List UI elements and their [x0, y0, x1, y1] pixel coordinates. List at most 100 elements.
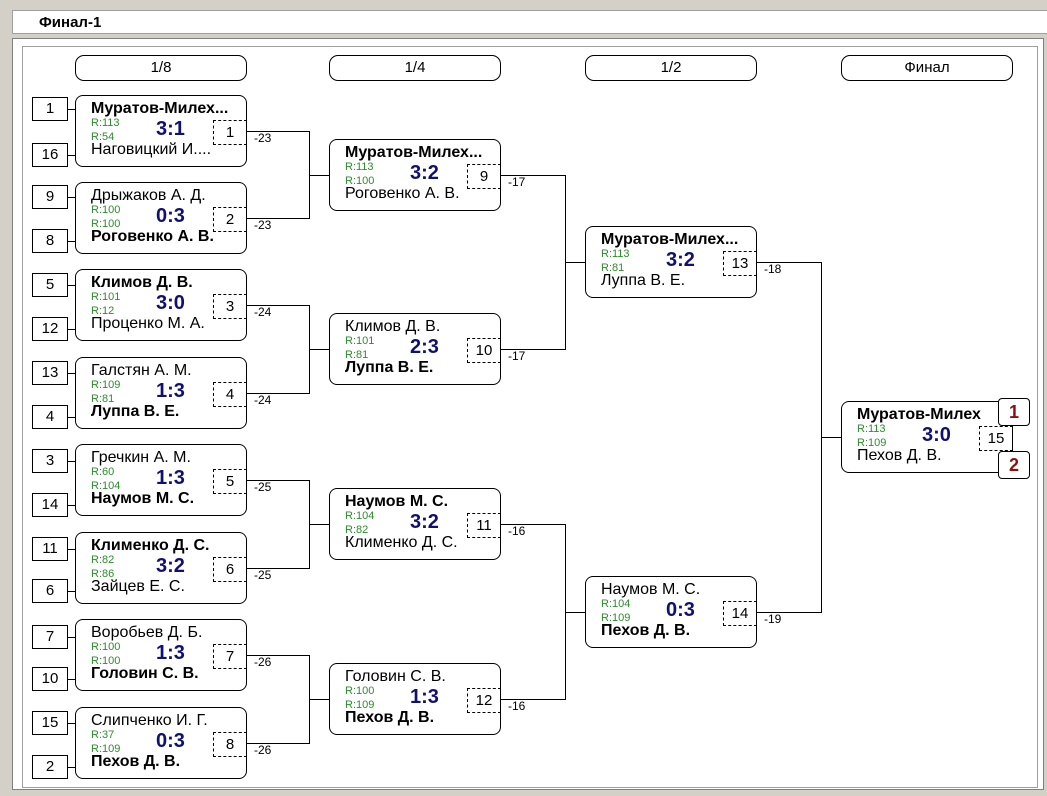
seed-box: 3 — [32, 449, 68, 473]
seed-box: 16 — [32, 143, 68, 167]
match-number: 6 — [213, 557, 246, 582]
loser-destination: -26 — [254, 743, 272, 757]
place-badge-1: 1 — [998, 398, 1030, 426]
connector-line — [501, 349, 565, 350]
loser-destination: -18 — [764, 262, 782, 276]
loser-destination: -23 — [254, 131, 272, 145]
player-1-rating: R:113 — [91, 117, 120, 129]
player-1-rating: R:104 — [601, 598, 631, 610]
loser-destination: -25 — [254, 568, 272, 582]
match-number: 15 — [979, 426, 1012, 451]
loser-destination: -16 — [508, 524, 526, 538]
player-2-rating: R:109 — [601, 612, 631, 624]
connector-line — [309, 349, 329, 350]
player-1-rating: R:101 — [91, 291, 121, 303]
player-2-name: Пехов Д. В. — [857, 447, 942, 464]
player-1-name: Галстян А. М. — [91, 362, 192, 379]
player-2-rating: R:82 — [345, 524, 369, 536]
connector-line — [501, 175, 565, 176]
player-1-rating: R:82 — [91, 554, 115, 566]
connector-line — [757, 612, 821, 613]
player-2-rating: R:104 — [91, 480, 121, 492]
round-header-4: Финал — [841, 55, 1013, 81]
player-2-name: Проценко М. А. — [91, 315, 205, 332]
seed-box: 7 — [32, 625, 68, 649]
match-number: 3 — [213, 294, 246, 319]
player-1-name: Климов Д. В. — [91, 274, 193, 291]
connector-line — [68, 767, 76, 768]
loser-destination: -24 — [254, 305, 272, 319]
match-number: 7 — [213, 644, 246, 669]
player-2-rating: R:100 — [345, 175, 375, 187]
connector-line — [68, 241, 76, 242]
player-2-name: Пехов Д. В. — [91, 753, 181, 770]
connector-line — [68, 591, 76, 592]
seed-box: 10 — [32, 667, 68, 691]
connector-line — [565, 262, 585, 263]
connector-line — [68, 679, 76, 680]
match-number: 9 — [467, 164, 500, 189]
loser-destination: -17 — [508, 349, 526, 363]
player-1-rating: R:100 — [345, 685, 375, 697]
player-2-name: Луппа В. Е. — [601, 272, 686, 289]
connector-line — [247, 131, 309, 132]
match-number: 1 — [213, 120, 246, 145]
title-bar: Финал-1 — [12, 10, 1047, 34]
player-1-rating: R:113 — [345, 161, 374, 173]
player-1-rating: R:113 — [601, 248, 630, 260]
player-2-name: Клименко Д. С. — [345, 534, 458, 551]
player-2-rating: R:109 — [91, 743, 121, 755]
round-header-2: 1/4 — [329, 55, 501, 81]
match-score: 0:3 — [156, 205, 185, 227]
match-score: 1:3 — [410, 686, 439, 708]
connector-line — [68, 373, 76, 374]
match-score: 3:0 — [922, 424, 951, 446]
player-2-name: Пехов Д. В. — [601, 622, 691, 639]
seed-box: 13 — [32, 361, 68, 385]
match-score: 0:3 — [156, 730, 185, 752]
player-2-rating: R:81 — [91, 393, 115, 405]
player-1-name: Слипченко И. Г. — [91, 712, 208, 729]
player-2-name: Луппа В. Е. — [345, 359, 434, 376]
player-1-name: Воробьев Д. Б. — [91, 624, 203, 641]
loser-destination: -16 — [508, 699, 526, 713]
player-2-name: Пехов Д. В. — [345, 709, 435, 726]
connector-line — [247, 305, 309, 306]
player-1-name: Климов Д. В. — [345, 318, 441, 335]
match-score: 3:0 — [156, 292, 185, 314]
player-2-name: Луппа В. Е. — [91, 403, 180, 420]
match-score: 3:1 — [156, 118, 185, 140]
match-score: 1:3 — [156, 380, 185, 402]
seed-box: 11 — [32, 537, 68, 561]
player-2-rating: R:86 — [91, 568, 115, 580]
player-1-name: Муратов-Милех... — [601, 231, 739, 248]
connector-line — [68, 329, 76, 330]
player-2-name: Наумов М. С. — [91, 490, 195, 507]
player-2-rating: R:12 — [91, 305, 115, 317]
player-1-name: Клименко Д. С. — [91, 537, 210, 554]
connector-line — [68, 549, 76, 550]
player-2-rating: R:100 — [91, 655, 121, 667]
loser-destination: -26 — [254, 655, 272, 669]
round-header-1: 1/8 — [75, 55, 247, 81]
loser-destination: -19 — [764, 612, 782, 626]
connector-line — [247, 480, 309, 481]
player-1-name: Гречкин А. М. — [91, 449, 191, 466]
seed-box: 6 — [32, 579, 68, 603]
